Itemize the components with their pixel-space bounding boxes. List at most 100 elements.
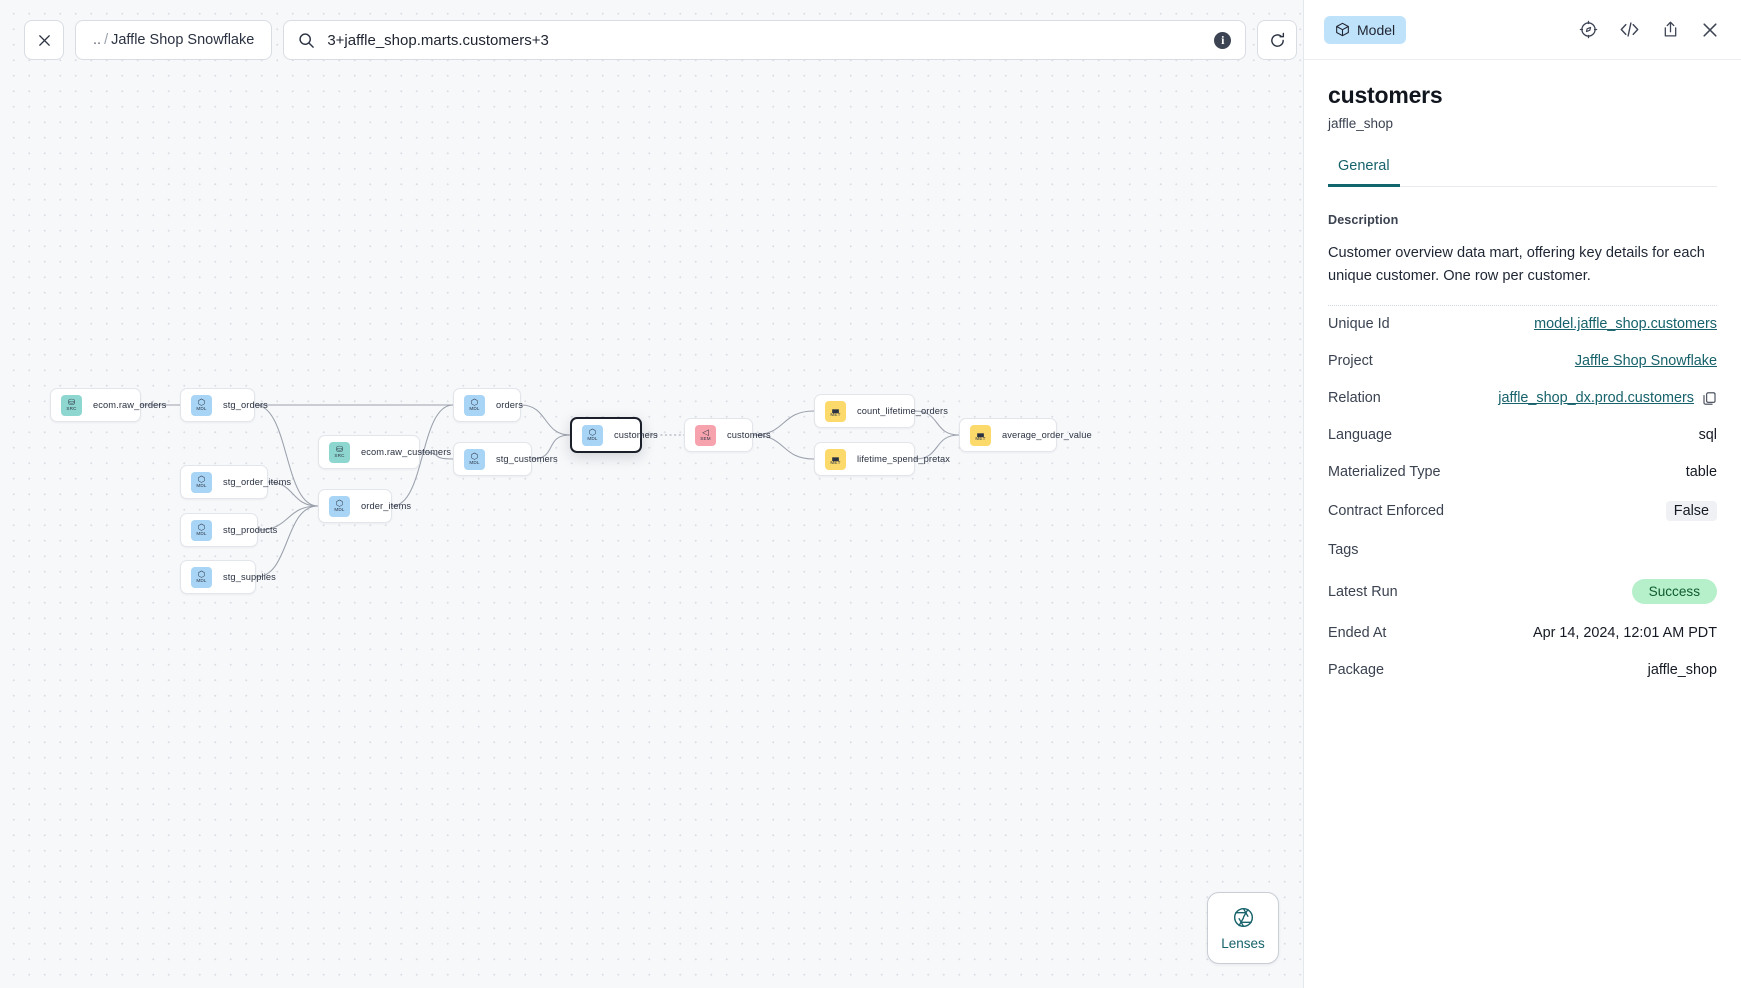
- metadata-key: Tags: [1328, 542, 1359, 559]
- metadata-link[interactable]: Jaffle Shop Snowflake: [1574, 353, 1717, 370]
- lineage-node-ecom_raw_customers[interactable]: ⛁SRC ecom.raw_customers: [318, 435, 451, 469]
- lineage-node-label: ecom.raw_orders: [93, 400, 167, 410]
- breadcrumb-project: Jaffle Shop Snowflake: [111, 32, 255, 48]
- tab-general[interactable]: General: [1328, 158, 1400, 187]
- lineage-node-label: ecom.raw_customers: [361, 447, 452, 457]
- status-chip: False: [1665, 501, 1717, 522]
- metadata-key: Materialized Type: [1328, 464, 1441, 481]
- status-badge[interactable]: Success: [1631, 579, 1717, 605]
- metadata-value: Success: [1631, 579, 1717, 605]
- close-panel-icon[interactable]: [1701, 21, 1719, 39]
- metadata-value: jaffle_shop_dx.prod.customers: [1498, 390, 1717, 406]
- lineage-node-label: stg_orders: [223, 400, 268, 410]
- lineage-node-stg_customers[interactable]: ⬡MDL stg_customers: [453, 442, 558, 476]
- panel-action-icons: [1579, 20, 1719, 39]
- metadata-row: Ended At Apr 14, 2024, 12:01 AM PDT: [1328, 615, 1717, 652]
- metadata-value: Jaffle Shop Snowflake: [1575, 353, 1717, 369]
- lineage-node-label: stg_products: [223, 525, 278, 535]
- refresh-icon: [1270, 32, 1284, 47]
- mdl-type-icon: ⬡MDL: [191, 471, 212, 493]
- aperture-icon: [1233, 907, 1253, 927]
- metadata-row: Package jaffle_shop: [1328, 652, 1717, 689]
- lineage-node-stg_supplies[interactable]: ⬡MDL stg_supplies: [180, 560, 276, 594]
- metadata-value: jaffle_shop: [1648, 662, 1717, 678]
- metadata-key: Contract Enforced: [1328, 503, 1444, 520]
- lineage-node-label: stg_customers: [496, 454, 558, 464]
- lineage-node-ecom_raw_orders[interactable]: ⛁SRC ecom.raw_orders: [50, 388, 166, 422]
- lineage-node-stg_order_items[interactable]: ⬡MDL stg_order_items: [180, 465, 291, 499]
- breadcrumb[interactable]: .. / Jaffle Shop Snowflake: [75, 20, 273, 60]
- page-title: customers: [1328, 82, 1443, 108]
- panel-tabs: General: [1328, 158, 1717, 187]
- lineage-node-customers_model[interactable]: ⬡MDL customers: [570, 417, 658, 453]
- metadata-key: Unique Id: [1328, 316, 1390, 333]
- cube-icon: [1336, 22, 1349, 37]
- metadata-value: False: [1665, 501, 1717, 522]
- metadata-key: Package: [1328, 662, 1385, 679]
- mdl-type-icon: ⬡MDL: [464, 448, 485, 470]
- breadcrumb-separator: /: [104, 32, 109, 48]
- close-lineage-button[interactable]: [24, 20, 64, 60]
- lineage-node-label: customers: [614, 430, 658, 440]
- description-text: Customer overview data mart, offering ke…: [1328, 242, 1717, 307]
- src-type-icon: ⛁SRC: [61, 394, 82, 416]
- met-type-icon: ▃MET: [825, 448, 846, 470]
- search-icon: [298, 32, 315, 49]
- close-icon: [38, 34, 50, 46]
- metadata-link[interactable]: model.jaffle_shop.customers: [1534, 316, 1717, 333]
- mdl-type-icon: ⬡MDL: [191, 519, 212, 541]
- lineage-node-label: stg_supplies: [223, 572, 276, 582]
- panel-title-block: customers jaffle_shop: [1304, 60, 1741, 131]
- metadata-value: Apr 14, 2024, 12:01 AM PDT: [1533, 625, 1717, 641]
- metadata-value: model.jaffle_shop.customers: [1534, 316, 1717, 332]
- description-label: Description: [1328, 213, 1399, 227]
- lineage-node-label: stg_order_items: [223, 477, 292, 487]
- metadata-plain-value: sql: [1698, 427, 1717, 444]
- met-type-icon: ▃MET: [970, 424, 991, 446]
- lineage-node-order_items[interactable]: ⬡MDL order_items: [318, 489, 411, 523]
- lineage-node-orders[interactable]: ⬡MDL orders: [453, 388, 523, 422]
- mdl-type-icon: ⬡MDL: [582, 424, 603, 446]
- lineage-node-label: order_items: [361, 501, 412, 511]
- mdl-type-icon: ⬡MDL: [464, 394, 485, 416]
- lenses-button[interactable]: Lenses: [1207, 892, 1279, 964]
- metadata-plain-value: jaffle_shop: [1647, 662, 1717, 679]
- metadata-value: sql: [1699, 427, 1717, 443]
- breadcrumb-dots: ..: [93, 32, 102, 48]
- page-subtitle: jaffle_shop: [1328, 116, 1394, 131]
- mdl-type-icon: ⬡MDL: [329, 495, 350, 517]
- copy-icon[interactable]: [1702, 391, 1717, 406]
- resource-type-badge[interactable]: Model: [1324, 15, 1407, 44]
- lineage-node-label: orders: [496, 400, 523, 410]
- metadata-row: Materialized Type table: [1328, 454, 1717, 491]
- metadata-key: Project: [1328, 353, 1373, 370]
- metadata-key: Ended At: [1328, 625, 1387, 642]
- info-icon[interactable]: i: [1214, 31, 1232, 49]
- compass-icon[interactable]: [1579, 20, 1598, 39]
- lineage-node-stg_products[interactable]: ⬡MDL stg_products: [180, 513, 277, 547]
- metadata-plain-value: table: [1685, 464, 1717, 481]
- lineage-search[interactable]: i: [283, 20, 1247, 60]
- metadata-link[interactable]: jaffle_shop_dx.prod.customers: [1498, 390, 1694, 407]
- code-icon[interactable]: [1619, 20, 1640, 39]
- share-icon[interactable]: [1661, 20, 1680, 39]
- panel-header: Model: [1304, 0, 1741, 60]
- src-type-icon: ⛁SRC: [329, 441, 350, 463]
- metadata-plain-value: Apr 14, 2024, 12:01 AM PDT: [1533, 625, 1717, 642]
- search-input[interactable]: [327, 31, 1215, 49]
- metadata-row: Unique Id model.jaffle_shop.customers: [1328, 306, 1717, 343]
- lineage-canvas[interactable]: .. / Jaffle Shop Snowflake i: [0, 0, 1303, 988]
- metadata-row: Tags: [1328, 532, 1717, 569]
- metadata-row: Project Jaffle Shop Snowflake: [1328, 343, 1717, 380]
- mdl-type-icon: ⬡MDL: [191, 566, 212, 588]
- refresh-button[interactable]: [1257, 20, 1298, 60]
- met-type-icon: ▃MET: [825, 400, 846, 422]
